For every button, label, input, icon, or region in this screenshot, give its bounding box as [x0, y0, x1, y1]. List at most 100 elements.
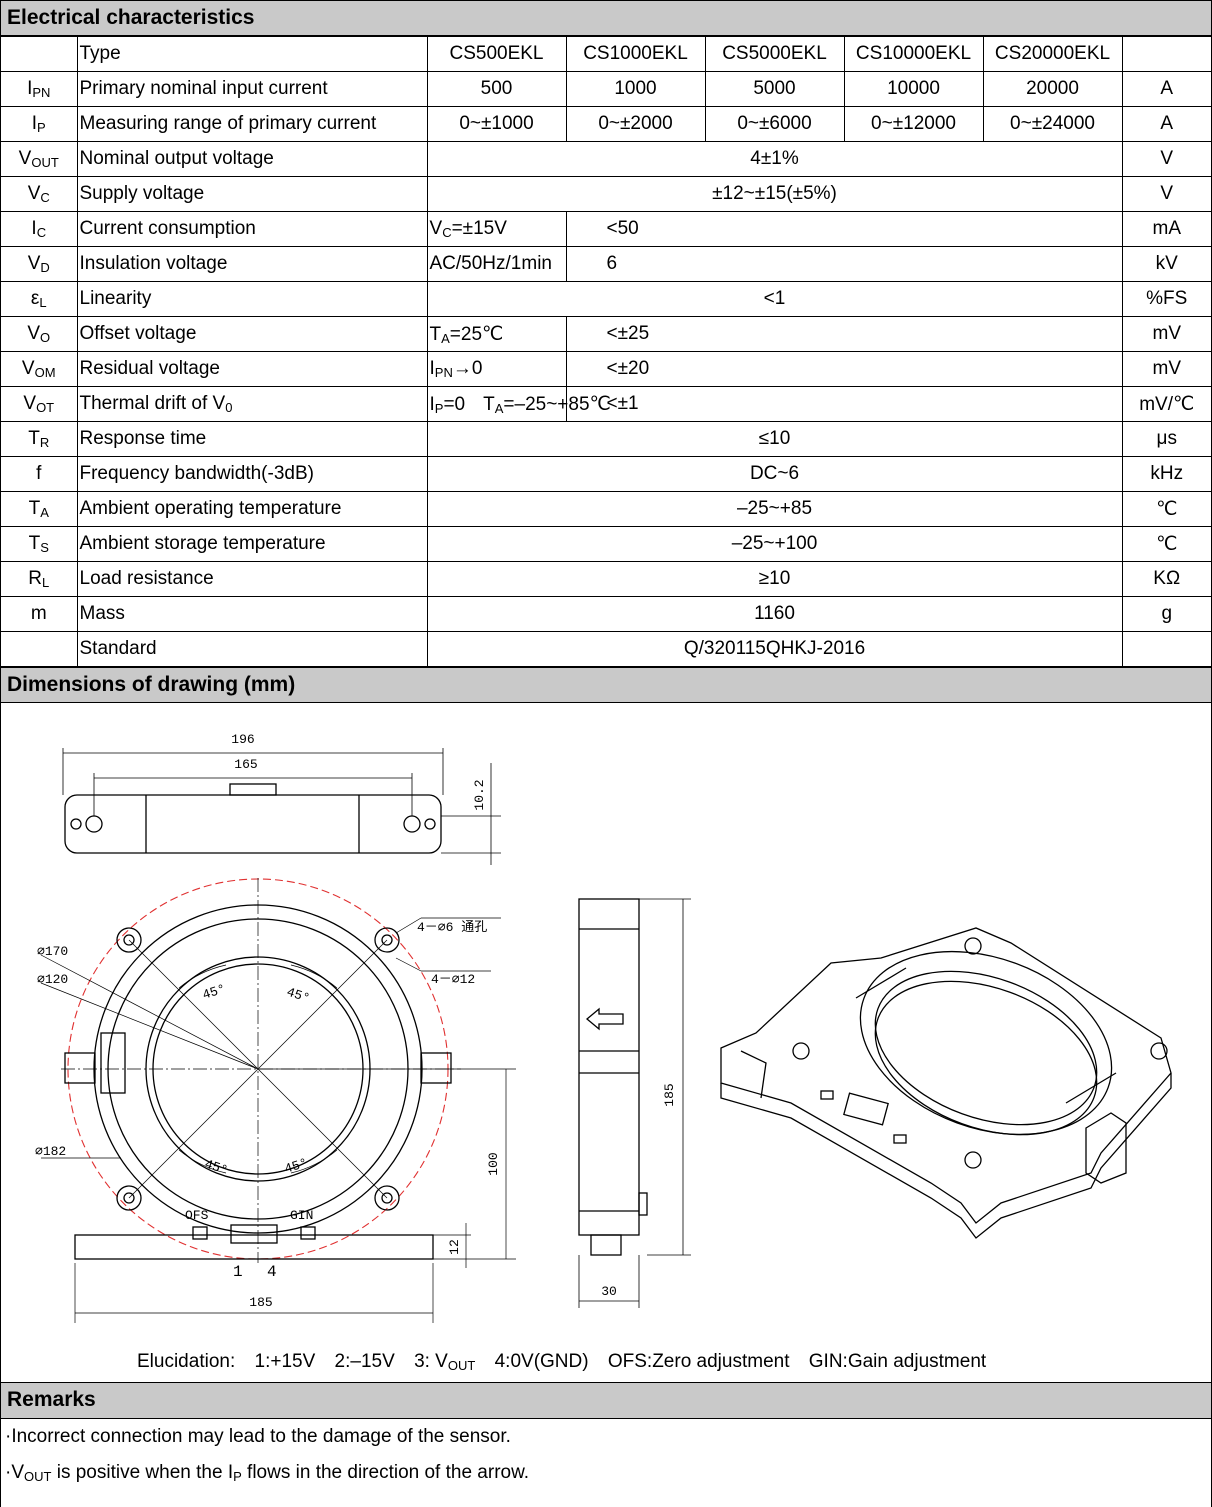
row-parameter: Measuring range of primary current: [76, 106, 428, 142]
angle-label-tr: 45°: [285, 985, 312, 1006]
isometric-view: [720, 927, 1172, 1239]
section-header-remarks: Remarks: [1, 1383, 1211, 1419]
angle-label-tl: 45°: [201, 981, 228, 1002]
dim-185-bottom: 185: [249, 1295, 272, 1310]
row-unit: ℃: [1121, 526, 1211, 562]
row-value: 6: [565, 246, 983, 282]
holes-through-label: 4－∅6 通孔: [417, 920, 487, 935]
row-symbol: IPN: [1, 71, 78, 107]
elucidation-label: Elucidation:: [137, 1351, 236, 1372]
remarks-body: ·Incorrect connection may lead to the da…: [1, 1419, 1211, 1491]
holes-12-label: 4－∅12: [431, 972, 475, 987]
row-unit: mV: [1121, 351, 1211, 387]
pin-3-desc: 3: VOUT: [414, 1351, 476, 1373]
row-value: <±1: [565, 386, 983, 422]
row-symbol: TA: [1, 491, 78, 527]
row-unit: g: [1121, 596, 1211, 632]
row-parameter: Linearity: [76, 281, 428, 317]
pin-4-desc: 4:0V(GND): [494, 1351, 589, 1372]
gin-label: GIN: [290, 1208, 313, 1223]
row-symbol: TR: [1, 421, 78, 457]
dimension-drawing: 196 165 10.2: [1, 703, 1211, 1383]
unit-header: [1121, 36, 1211, 72]
row-unit: kHz: [1121, 456, 1211, 492]
type-header: Type: [76, 36, 428, 72]
row-value: <1: [426, 281, 1123, 317]
row-value: 0~±6000: [704, 106, 845, 142]
row-symbol: VC: [1, 176, 78, 212]
dim-196: 196: [231, 732, 254, 747]
remark-2: ·VOUT is positive when the IP flows in t…: [5, 1462, 530, 1484]
row-parameter: Residual voltage: [76, 351, 428, 387]
row-parameter: Supply voltage: [76, 176, 428, 212]
row-value: 0~±24000: [982, 106, 1123, 142]
ofs-desc: OFS:Zero adjustment: [607, 1351, 790, 1372]
row-parameter: Nominal output voltage: [76, 141, 428, 177]
technical-drawing: 196 165 10.2: [35, 732, 1172, 1323]
row-unit: A: [1121, 71, 1211, 107]
row-value: <±25: [565, 316, 983, 352]
row-parameter: Ambient operating temperature: [76, 491, 428, 527]
ofs-label: OFS: [185, 1208, 209, 1223]
row-unit: V: [1121, 141, 1211, 177]
row-condition: TA=25℃: [426, 316, 566, 352]
dim-120: ∅120: [37, 972, 68, 987]
row-condition: IPN→0: [426, 351, 566, 387]
row-symbol: m: [1, 596, 78, 632]
dim-12: 12: [447, 1239, 462, 1255]
row-symbol: εL: [1, 281, 78, 317]
row-unit: kV: [1121, 246, 1211, 282]
row-symbol: IC: [1, 211, 78, 247]
row-symbol: IP: [1, 106, 78, 142]
row-value: 1000: [565, 71, 706, 107]
row-value-pad: [983, 246, 1123, 282]
section-header-electrical: Electrical characteristics: [1, 0, 1211, 36]
dim-185-side: 185: [662, 1083, 677, 1106]
gin-desc: GIN:Gain adjustment: [808, 1351, 987, 1372]
center-lines: [40, 878, 516, 1323]
row-unit: mV/℃: [1121, 386, 1211, 422]
row-value: 20000: [982, 71, 1123, 107]
row-value: 4±1%: [426, 141, 1123, 177]
row-value: ≤10: [426, 421, 1123, 457]
dim-30: 30: [601, 1284, 617, 1299]
row-value-pad: [983, 211, 1123, 247]
elucidation: Elucidation: 1:+15V 2:–15V 3: VOUT 4:0V(…: [137, 1351, 1000, 1373]
remark-1: ·Incorrect connection may lead to the da…: [5, 1426, 511, 1447]
row-value: ±12~±15(±5%): [426, 176, 1123, 212]
row-parameter: Primary nominal input current: [76, 71, 428, 107]
pin-4-label: 4: [267, 1263, 277, 1281]
dim-165: 165: [234, 757, 257, 772]
row-symbol: VOT: [1, 386, 78, 422]
dim-170: ∅170: [37, 944, 68, 959]
row-value: Q/320115QHKJ-2016: [426, 631, 1123, 667]
row-unit: mV: [1121, 316, 1211, 352]
row-unit: mA: [1121, 211, 1211, 247]
row-parameter: Ambient storage temperature: [76, 526, 428, 562]
symbol-header: [1, 36, 78, 72]
row-value: –25~+85: [426, 491, 1123, 527]
pin-1-label: 1: [233, 1263, 243, 1281]
row-parameter: Thermal drift of V0: [76, 386, 428, 422]
angle-label-bl: 45°: [203, 1157, 230, 1178]
dim-182: ∅182: [35, 1144, 66, 1159]
row-parameter: Response time: [76, 421, 428, 457]
row-symbol: [1, 631, 78, 667]
top-view: [62, 748, 501, 865]
row-unit: %FS: [1121, 281, 1211, 317]
row-parameter: Load resistance: [76, 561, 428, 597]
model-header: CS20000EKL: [982, 36, 1123, 72]
row-parameter: Insulation voltage: [76, 246, 428, 282]
